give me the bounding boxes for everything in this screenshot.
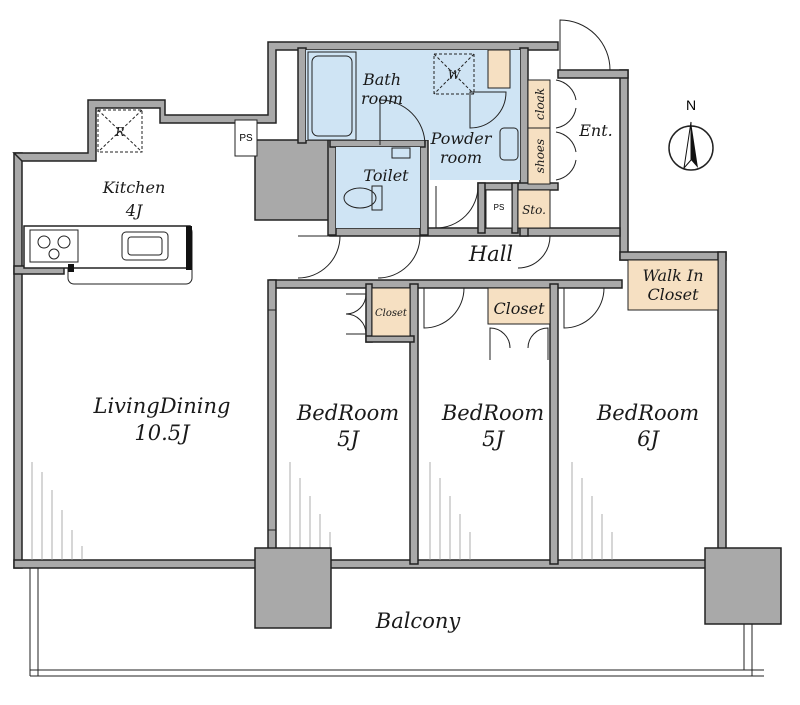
closet-small-label: Closet: [375, 308, 408, 319]
walk-in-closet-area: [627, 259, 719, 311]
bathroom-line2: room: [361, 89, 403, 108]
powder-room-line1: Powder: [430, 129, 493, 148]
kitchen-size: 4J: [125, 201, 144, 220]
closet-small-area: [371, 287, 411, 337]
sto-area: [517, 189, 551, 229]
kitchen-sink: [121, 231, 169, 261]
washer-label: W: [448, 68, 462, 82]
ps-kitchen-label: PS: [239, 133, 253, 144]
powder-room-line2: room: [440, 148, 482, 167]
cloak-label: cloak: [533, 88, 547, 120]
bedroom2-size: 5J: [482, 427, 505, 451]
living-dining-size: 10.5J: [134, 421, 191, 445]
bedroom1-size: 5J: [337, 427, 360, 451]
hall-name: Hall: [468, 242, 513, 266]
powder-sink: [499, 127, 519, 161]
washer-box: [433, 53, 475, 95]
balcony-name: Balcony: [375, 609, 462, 633]
toilet-name: Toilet: [363, 166, 409, 185]
sto-label: Sto.: [522, 203, 546, 217]
entrance-name: Ent.: [578, 121, 613, 140]
refrigerator-box: [97, 109, 143, 153]
outer-walls: [12, 41, 731, 569]
bedroom3-size: 6J: [637, 427, 660, 451]
compass-north-label: N: [686, 97, 696, 113]
refrigerator-label: R: [114, 125, 124, 139]
bedroom2-name: BedRoom: [441, 401, 544, 425]
cloak-area: [527, 79, 551, 129]
bathtub: [311, 55, 353, 137]
walk-in-closet-line2: Closet: [647, 285, 699, 304]
ps-hall-label: PS: [494, 203, 505, 212]
compass: N: [668, 97, 714, 171]
doors: [267, 19, 611, 531]
toilet-fixture: [343, 187, 377, 209]
column-right: [704, 547, 782, 625]
walk-in-closet-line1: Walk In: [642, 266, 703, 285]
living-dining-name: LivingDining: [93, 394, 231, 418]
bedroom1-name: BedRoom: [296, 401, 399, 425]
column-left: [254, 547, 332, 629]
closet-bed2-area: [487, 287, 551, 325]
closet-bed2-label: Closet: [493, 299, 545, 318]
shoes-label: shoes: [533, 139, 547, 173]
window-hatching: [31, 462, 613, 560]
kitchen-counter: [23, 225, 193, 285]
kitchen-name: Kitchen: [102, 178, 166, 197]
bathroom-line1: Bath: [362, 70, 401, 89]
bedroom3-name: BedRoom: [596, 401, 699, 425]
stove: [29, 229, 79, 263]
